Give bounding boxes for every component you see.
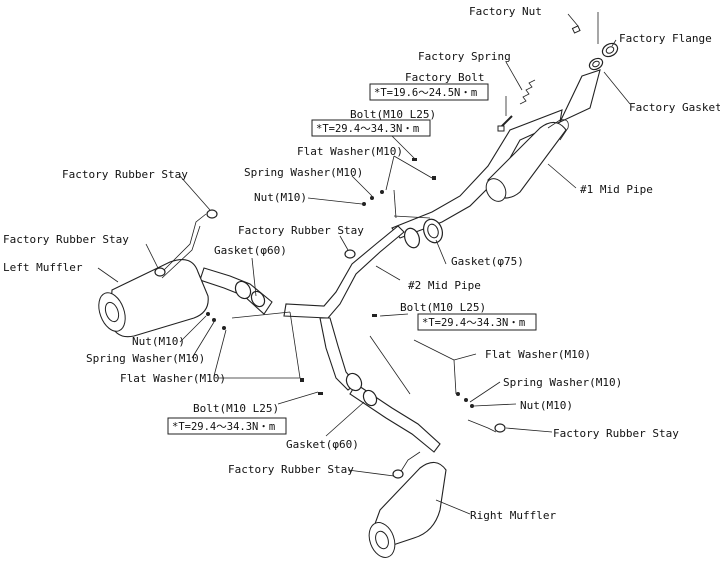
label-bolt-bottom: Bolt(M10 L25)	[193, 402, 279, 415]
label-spring-washer-top: Spring Washer(M10)	[244, 166, 363, 179]
label-torque-top: *T=29.4～34.3N・m	[316, 123, 419, 135]
label-mid-pipe-2: #2 Mid Pipe	[408, 279, 481, 292]
label-nut-right: Nut(M10)	[520, 399, 573, 412]
label-factory-spring: Factory Spring	[418, 50, 511, 63]
label-nut-top: Nut(M10)	[254, 191, 307, 204]
hardware-top	[362, 158, 436, 206]
label-left-muffler: Left Muffler	[3, 261, 83, 274]
label-torque-bottom: *T=29.4～34.3N・m	[172, 421, 275, 433]
label-rubber-stay-left: Factory Rubber Stay	[3, 233, 129, 246]
label-torque-right: *T=29.4～34.3N・m	[422, 317, 525, 329]
hardware-right	[372, 314, 474, 408]
label-mid-pipe-1: #1 Mid Pipe	[580, 183, 653, 196]
label-flat-washer-left: Flat Washer(M10)	[120, 372, 226, 385]
torque-box-right	[417, 313, 537, 331]
label-gasket-60-bottom: Gasket(φ60)	[286, 438, 359, 451]
label-rubber-stay-right: Factory Rubber Stay	[553, 427, 679, 440]
gasket-60-bottom	[345, 372, 378, 407]
factory-gasket	[588, 57, 604, 71]
factory-flange	[597, 12, 619, 58]
label-gasket-75: Gasket(φ75)	[451, 255, 524, 268]
label-factory-bolt: Factory Bolt	[405, 71, 484, 84]
hardware-bottom	[300, 378, 323, 395]
rubber-stay-mid	[344, 249, 356, 259]
factory-nut	[571, 25, 581, 34]
rubber-stay-right	[494, 423, 506, 433]
label-torque-factory-bolt: *T=19.6～24.5N・m	[374, 87, 477, 99]
label-right-muffler: Right Muffler	[470, 509, 556, 522]
factory-spring	[519, 79, 536, 105]
label-bolt-right: Bolt(M10 L25)	[400, 301, 486, 314]
label-gasket-60-top: Gasket(φ60)	[214, 244, 287, 257]
label-factory-gasket: Factory Gasket	[629, 101, 720, 114]
right-muffler	[349, 383, 497, 558]
label-spring-washer-left: Spring Washer(M10)	[86, 352, 205, 365]
mid-pipe-1	[391, 69, 601, 239]
label-nut-left: Nut(M10)	[132, 335, 185, 348]
labels: Factory Nut Factory Flange Factory Sprin…	[3, 5, 720, 522]
label-bolt-top: Bolt(M10 L25)	[350, 108, 436, 121]
mid-pipe-2	[283, 225, 405, 391]
label-flat-washer-right: Flat Washer(M10)	[485, 348, 591, 361]
hardware-left	[206, 312, 226, 330]
torque-box-top	[311, 119, 431, 137]
rubber-stay-left	[154, 267, 166, 277]
label-rubber-stay-left-top: Factory Rubber Stay	[62, 168, 188, 181]
rubber-stay-bottom	[392, 469, 404, 479]
label-factory-nut: Factory Nut	[469, 5, 542, 18]
label-rubber-stay-mid: Factory Rubber Stay	[238, 224, 364, 237]
label-rubber-stay-bottom: Factory Rubber Stay	[228, 463, 354, 476]
label-factory-flange: Factory Flange	[619, 32, 712, 45]
rubber-stay-left-top	[206, 209, 218, 219]
label-spring-washer-right: Spring Washer(M10)	[503, 376, 622, 389]
torque-box-factory-bolt	[369, 83, 489, 101]
leader-lines	[97, 13, 631, 515]
gasket-75	[403, 218, 444, 249]
torque-box-bottom	[167, 417, 287, 435]
factory-bolt	[497, 115, 513, 132]
label-flat-washer-top: Flat Washer(M10)	[297, 145, 403, 158]
gasket-60-top	[234, 280, 266, 308]
